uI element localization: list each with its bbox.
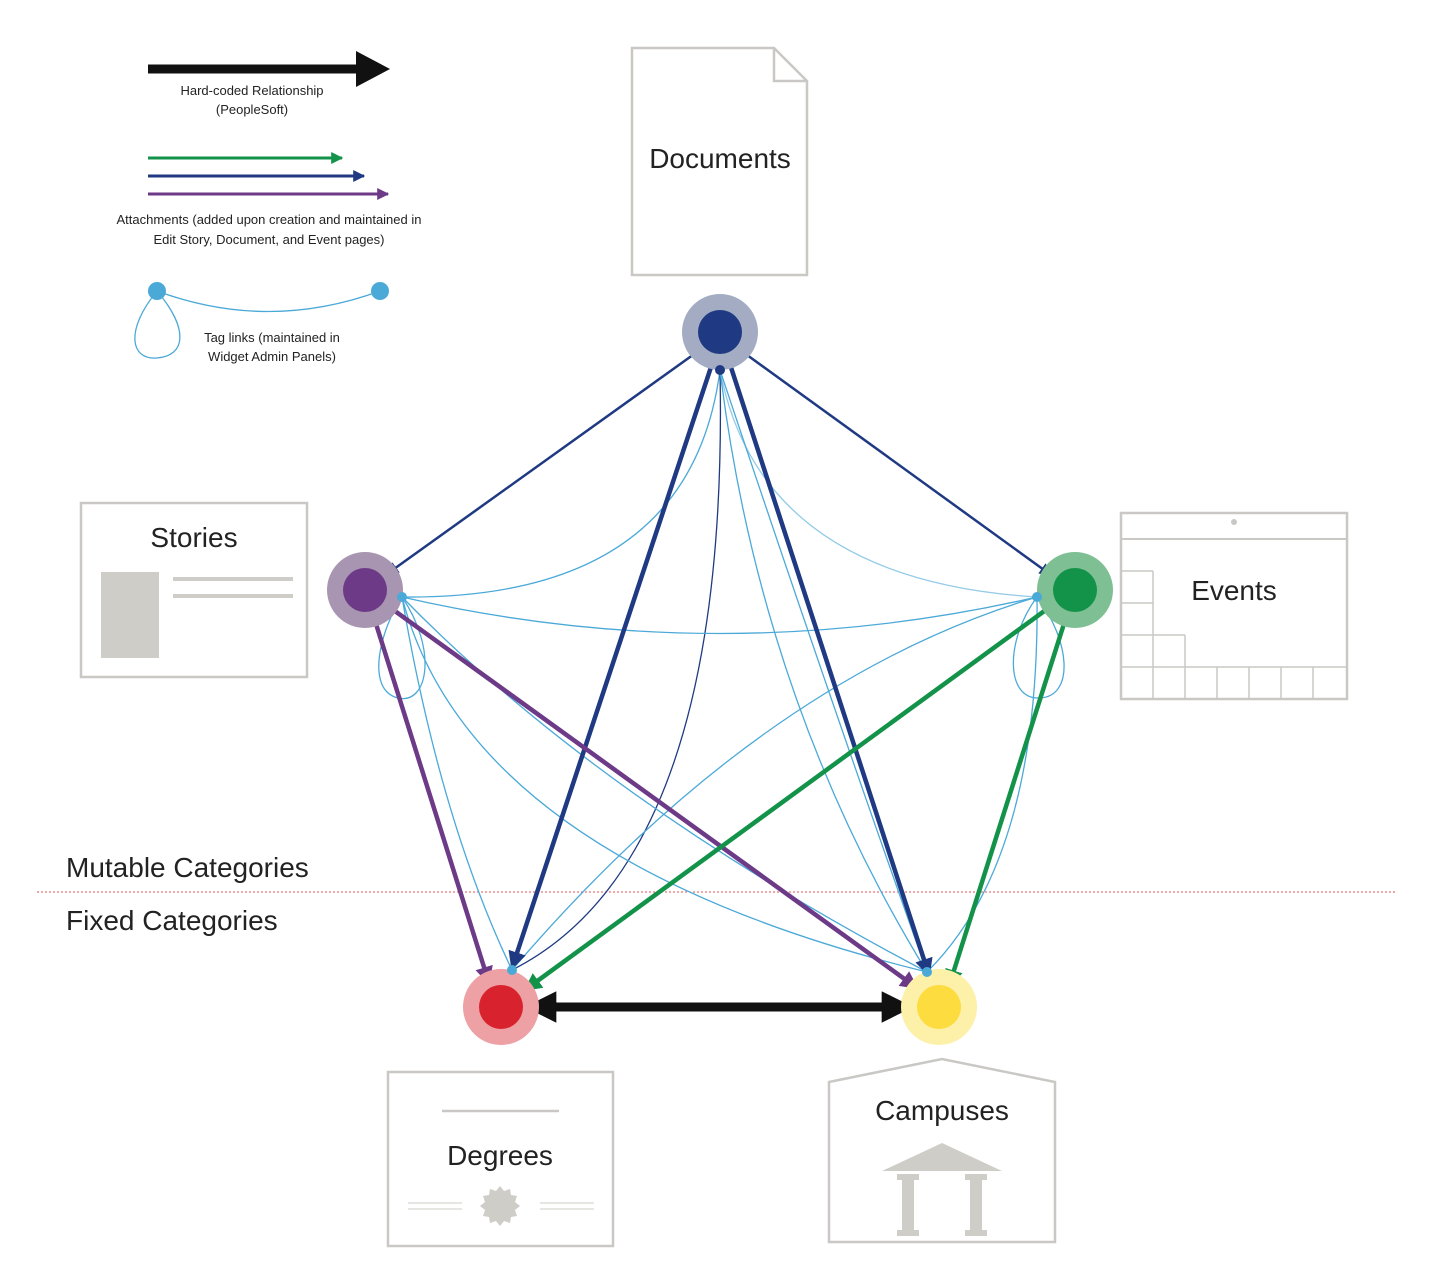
node-degrees [463,965,539,1045]
campuses-tag-port [922,967,932,977]
legend-tag-links: Tag links (maintained in Widget Admin Pa… [134,282,389,364]
degrees-card: Degrees [386,1070,615,1248]
tag-link-documents-degrees [511,369,722,971]
campus-columns-icon [882,1143,1002,1236]
campuses-title: Campuses [875,1095,1009,1126]
legend-attachments-label-1: Attachments (added upon creation and mai… [117,212,422,227]
node-stories [327,552,407,628]
tag-link-documents-stories [401,369,721,598]
events-card: Events [1119,511,1349,701]
tag-link-stories-events [401,596,1038,635]
document-fold [772,48,807,83]
legend-attachments: Attachments (added upon creation and mai… [117,152,422,247]
tag-link-documents-campuses [719,369,928,973]
node-documents [682,294,758,375]
events-title: Events [1191,575,1277,606]
mutable-categories-label: Mutable Categories [66,852,309,883]
calendar-icon [1119,511,1349,701]
tag-link-documents-events [719,369,1038,598]
events-node-core [1053,568,1097,612]
tag-link-sample-dot-left [148,282,166,300]
tag-link-events-campuses [926,596,1038,973]
legend-hard-coded-label-2: (PeopleSoft) [216,102,288,117]
tag-link-events-degrees [511,596,1038,971]
degrees-tag-port [507,965,517,975]
degrees-title: Degrees [447,1140,553,1171]
stories-tag-port [397,592,407,602]
attachment-events-campuses [945,607,1072,988]
stories-card: Stories [79,501,309,679]
diploma-signature-lines [408,1202,594,1210]
tag-link-sample-dot-right [371,282,389,300]
legend-hard-coded-label-1: Hard-coded Relationship [180,83,323,98]
documents-tag-port [715,365,725,375]
diploma-seal-icon [480,1186,520,1226]
tag-link-documents-campuses-b [719,369,928,973]
tag-link-stories-campuses-b [401,596,928,973]
tag-link-stories-campuses [401,596,928,973]
tag-link-sample-loop [134,290,181,359]
attachment-stories-degrees [368,607,493,985]
attachment-arrows [368,345,1072,992]
degrees-node-core [479,985,523,1029]
attachment-documents-events [735,345,1053,577]
legend: Hard-coded Relationship (PeopleSoft) Att… [117,51,422,364]
documents-title: Documents [649,143,791,174]
events-tag-port [1032,592,1042,602]
calendar-grid [1121,570,1347,699]
story-image-placeholder [101,572,159,658]
calendar-ring [1231,519,1237,525]
stories-node-core [343,568,387,612]
legend-attachments-label-2: Edit Story, Document, and Event pages) [154,232,385,247]
legend-hard-coded: Hard-coded Relationship (PeopleSoft) [148,51,390,117]
fixed-categories-label: Fixed Categories [66,905,278,936]
attachment-documents-campuses [723,351,933,977]
tag-link-sample-curve [156,290,381,313]
node-campuses [901,967,977,1045]
stories-title: Stories [150,522,237,553]
hard-coded-arrowhead [356,51,390,87]
section-divider: Mutable Categories Fixed Categories [37,852,1395,936]
documents-node-core [698,310,742,354]
campuses-node-core [917,985,961,1029]
tag-link-stories-degrees [401,596,513,971]
attachment-events-degrees [523,599,1060,992]
attachment-stories-campuses [379,599,919,990]
node-events [1032,552,1113,628]
campuses-card: Campuses [827,1057,1057,1244]
legend-tag-label-1: Tag links (maintained in [204,330,340,345]
attachment-documents-stories [385,345,705,576]
documents-card: Documents [630,46,809,277]
attachment-documents-degrees [508,351,719,970]
legend-tag-label-2: Widget Admin Panels) [208,349,336,364]
document-page-icon [630,46,809,277]
